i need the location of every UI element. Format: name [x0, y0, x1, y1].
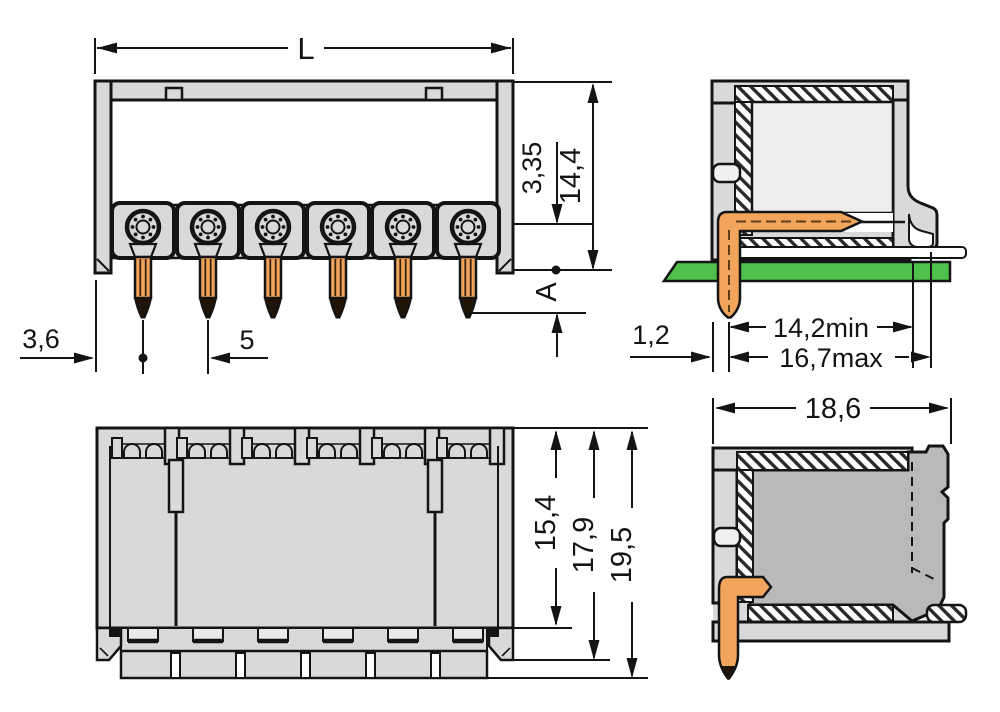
front-view [93, 79, 515, 319]
pin-tip [722, 666, 735, 680]
datum-dot [551, 265, 561, 275]
front-housing-left-wall [93, 79, 113, 275]
angled-pin-bottom [717, 575, 773, 680]
side-view-dimension-arrows [691, 321, 931, 363]
coding-notch [164, 86, 184, 102]
dim-label-depth-min: 14,2min [773, 313, 869, 343]
coding-notch [424, 86, 444, 102]
housing-peg [712, 526, 742, 548]
compartment-dividers [170, 652, 441, 679]
bottom-side-view [711, 444, 968, 680]
dim-label-latch-height: 17,9 [568, 517, 600, 573]
side-section-view [661, 79, 967, 319]
guide-slot [167, 458, 185, 514]
dim-label-overall-width: L [297, 31, 314, 66]
plug-cavity [750, 100, 895, 215]
dim-label-contact-axis-offset: 3,35 [517, 142, 547, 195]
bottom-plate [711, 620, 951, 643]
dim-label-housing-height: 15,4 [530, 495, 562, 551]
angled-pin [716, 210, 866, 319]
dim-label-pin-thickness: 1,2 [632, 320, 670, 350]
housing-peg [711, 162, 742, 184]
solder-pins [133, 255, 478, 319]
dim-label-edge-to-first-pin: 3,6 [22, 324, 60, 354]
guide-slot [426, 458, 444, 514]
dim-label-overall-height: 19,5 [606, 527, 638, 583]
hidden-edge [911, 567, 939, 582]
dim-label-pin-pitch: 5 [239, 325, 254, 355]
front-view-dimension-arrows [74, 42, 599, 364]
bottom-front-dimension-arrows [550, 430, 638, 678]
contact-units [112, 203, 499, 258]
section-hatch-top [736, 451, 909, 471]
dim-label-height-over-axis: 14,4 [555, 148, 587, 204]
bottom-collar [120, 627, 488, 652]
bottom-side-interior [748, 444, 950, 623]
pcb [661, 260, 952, 283]
bottom-front-view [95, 426, 515, 680]
front-view-dimension-lines [20, 38, 612, 374]
dim-label-overall-depth: 18,6 [805, 393, 861, 425]
smd-foot [925, 603, 968, 624]
front-housing-top-bar [93, 79, 515, 102]
dim-label-depth-max: 16,7max [779, 343, 883, 373]
front-cavity-opening [111, 100, 497, 205]
dim-label-pin-length: A [531, 282, 563, 302]
section-hatch-top-wall [734, 85, 894, 103]
bottom-side-dimension-arrows [715, 402, 949, 414]
datum-dot [138, 353, 148, 363]
section-hatch-bottom [747, 604, 894, 623]
